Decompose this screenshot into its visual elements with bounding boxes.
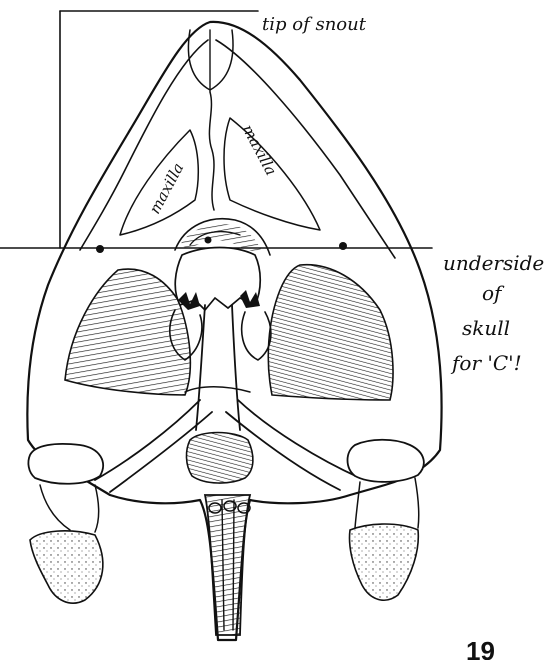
underside-label-line3: skull xyxy=(462,316,510,340)
occipital-process xyxy=(205,495,250,635)
snout-label: tip of snout xyxy=(262,14,367,35)
left-condyle xyxy=(28,444,103,603)
right-cavity xyxy=(268,265,393,400)
pterygoid-bones xyxy=(95,387,360,492)
maxilla-left-label: maxilla xyxy=(146,160,188,217)
right-measure-dot xyxy=(339,242,347,250)
underside-label-line4: for 'C'! xyxy=(450,351,522,375)
guide-lines xyxy=(0,11,432,248)
center-dot xyxy=(205,237,212,244)
left-cavity xyxy=(65,269,190,395)
right-condyle xyxy=(348,440,424,600)
maxilla-right-label: maxilla xyxy=(238,121,280,178)
underside-label-line2: of xyxy=(482,281,505,305)
page-number: 19 xyxy=(466,636,495,660)
left-measure-dot xyxy=(96,245,104,253)
underside-label-line1: underside xyxy=(443,251,544,275)
